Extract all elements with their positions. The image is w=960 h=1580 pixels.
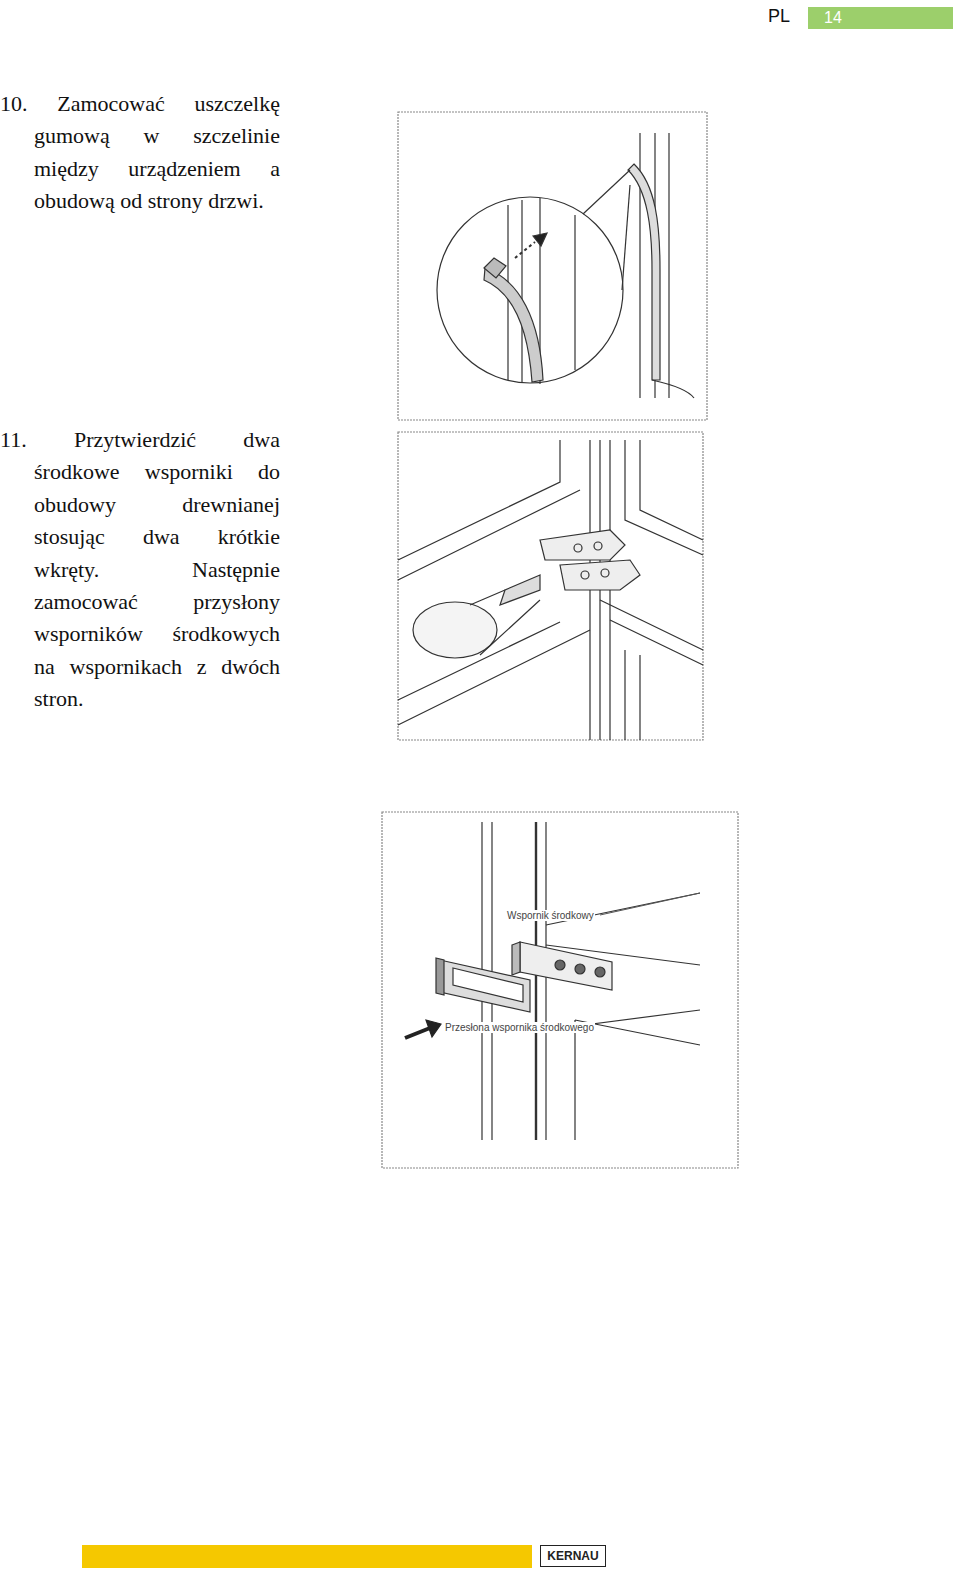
- node-text: 14: [824, 9, 842, 26]
- brand-logo: KERNAU: [540, 1545, 606, 1567]
- node-text: KERNAU: [547, 1549, 598, 1563]
- step-text: 11. Przytwierdzić dwa środkowe wsporniki…: [0, 424, 280, 716]
- part-name: Wspornik środkowy: [506, 910, 595, 921]
- step-text: 10. Zamocować uszczelkę gumową w szczeli…: [0, 88, 280, 218]
- page-number-band: 14: [808, 7, 953, 29]
- language-code: PL: [768, 6, 790, 27]
- part-name: Przesłona wspornika środkowego: [444, 1022, 595, 1033]
